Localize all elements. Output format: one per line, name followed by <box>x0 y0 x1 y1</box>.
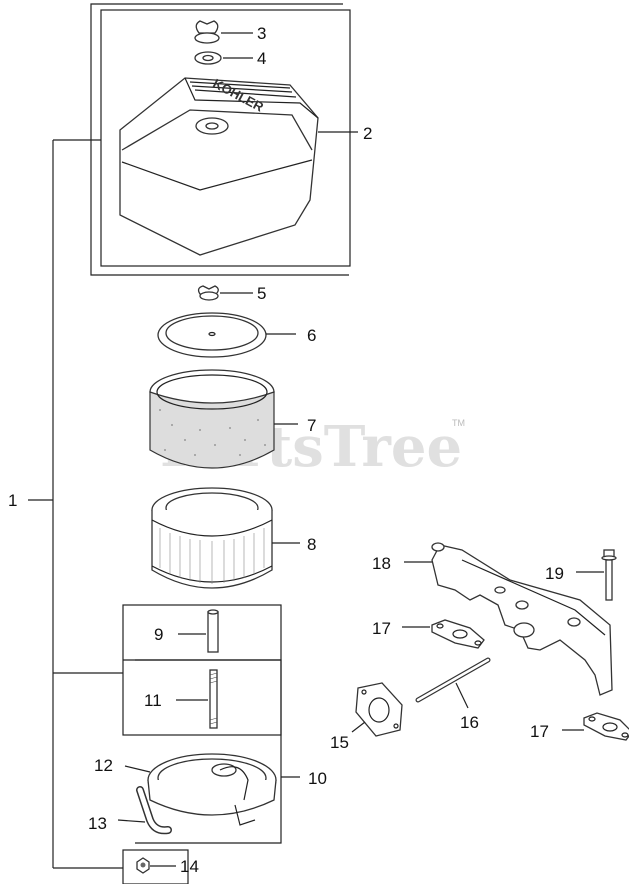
flange-gasket-part <box>351 682 403 737</box>
air-cleaner-cover-part: KOHLER <box>119 76 358 256</box>
callouts: 3 4 2 5 6 7 1 8 9 11 12 10 13 14 18 19 1… <box>8 24 564 876</box>
long-stud-part <box>176 669 218 729</box>
callout-2: 2 <box>363 124 372 143</box>
callout-5: 5 <box>257 284 266 303</box>
air-cleaner-base-part <box>124 753 277 826</box>
callout-12: 12 <box>94 756 113 775</box>
breather-tube-part <box>117 786 172 835</box>
callout-11: 11 <box>144 691 162 710</box>
pre-cleaner-part <box>149 369 298 469</box>
callout-16: 16 <box>460 713 479 732</box>
cover-bracket-box <box>100 9 351 267</box>
callout-8: 8 <box>307 535 316 554</box>
callout-17-bottom: 17 <box>530 722 549 741</box>
gasket-top-part <box>402 619 485 649</box>
studs-box <box>122 604 282 736</box>
small-wing-nut-part <box>197 285 253 301</box>
callout-14: 14 <box>180 857 199 876</box>
assembly-brackets <box>28 3 351 884</box>
washer-part <box>194 51 253 65</box>
nut-box <box>122 849 189 884</box>
nut-part <box>136 857 176 874</box>
intake-manifold-part <box>404 542 613 696</box>
callout-6: 6 <box>307 326 316 345</box>
callout-15: 15 <box>330 733 349 752</box>
gasket-bottom-part <box>562 712 629 741</box>
callout-1: 1 <box>8 491 17 510</box>
watermark-tm: TM <box>452 418 465 428</box>
callout-13: 13 <box>88 814 107 833</box>
base-bracket <box>135 659 282 844</box>
disc-cover-part <box>157 312 296 358</box>
filter-element-part <box>151 487 300 589</box>
callout-3: 3 <box>257 24 266 43</box>
callout-17-top: 17 <box>372 619 391 638</box>
callout-10: 10 <box>308 769 327 788</box>
callout-7: 7 <box>307 416 316 435</box>
bolt-part <box>576 549 617 601</box>
callout-18: 18 <box>372 554 391 573</box>
callout-4: 4 <box>257 49 266 68</box>
callout-19: 19 <box>545 564 564 583</box>
wing-nut-part <box>194 20 253 44</box>
rod-part <box>415 657 491 709</box>
callout-9: 9 <box>154 625 163 644</box>
stud-part <box>178 609 219 653</box>
